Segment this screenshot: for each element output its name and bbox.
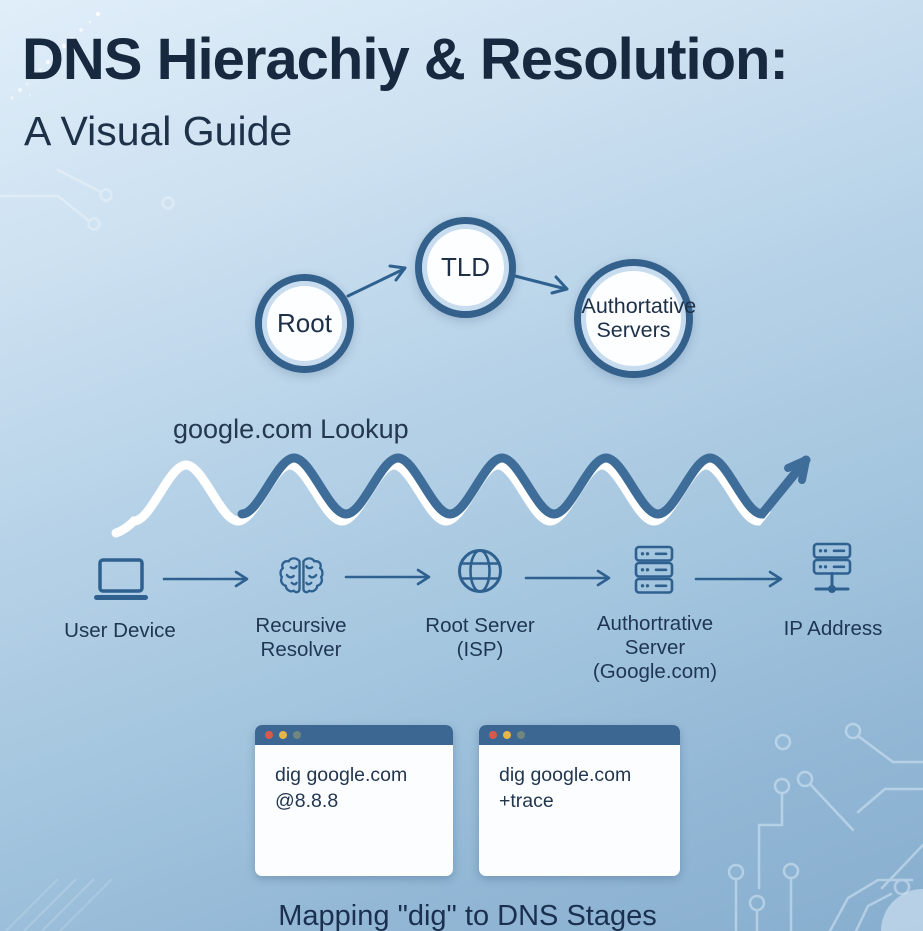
minimize-dot-icon [503, 731, 511, 739]
hierarchy-node-label: Authortative Servers [581, 293, 697, 342]
arrow-tld-to-auth-icon [513, 274, 569, 295]
stage-label-root-server: Root Server (ISP) [425, 614, 535, 661]
hierarchy-node-label: Root [277, 308, 332, 339]
stage-label-ip-address: IP Address [783, 617, 883, 640]
lookup-label: google.com Lookup [173, 414, 409, 444]
terminal-line: dig google.com [275, 764, 408, 786]
terminal-window-dig-resolver: dig google.com @8.8.8 [255, 725, 453, 876]
hierarchy-node-root: Root [255, 274, 354, 373]
terminal-window-dig-trace: dig google.com +trace [479, 725, 680, 876]
hierarchy-node-tld: TLD [415, 217, 516, 318]
stage-label-recursive-resolver: Recursive Resolver [255, 614, 347, 661]
circuit-decoration-top-left [0, 168, 175, 231]
maximize-dot-icon [517, 731, 525, 739]
terminal-line: dig google.com [499, 764, 632, 786]
terminal-line: +trace [499, 790, 554, 813]
terminal-line: @8.8.8 [275, 790, 339, 813]
brain-icon [278, 555, 325, 597]
arrow-root-to-authoritative-icon [524, 569, 611, 587]
terminal-content: dig google.com +trace [479, 745, 680, 814]
globe-icon [456, 547, 504, 595]
bottom-caption: Mapping "dig" to DNS Stages [278, 900, 657, 931]
page-subtitle: A Visual Guide [24, 108, 293, 154]
hierarchy-node-authoritative: Authortative Servers [574, 259, 697, 378]
page-title: DNS Hierachiy & Resolution: [22, 27, 789, 92]
arrow-device-to-resolver-icon [162, 570, 249, 588]
stage-label-authoritative-server: Authortrative Server (Google.com) [592, 612, 718, 683]
arrow-root-to-tld-icon [346, 264, 407, 298]
maximize-dot-icon [293, 731, 301, 739]
arrow-resolver-to-root-icon [344, 568, 431, 586]
terminal-titlebar [479, 725, 680, 745]
laptop-icon [94, 558, 148, 601]
terminal-content: dig google.com @8.8.8 [255, 745, 453, 814]
close-dot-icon [489, 731, 497, 739]
server-stack-icon [634, 545, 674, 595]
close-dot-icon [265, 731, 273, 739]
lookup-wave [111, 453, 811, 538]
arrow-authoritative-to-ip-icon [694, 570, 783, 588]
network-server-icon [811, 542, 853, 598]
wave-arrowhead-icon [784, 456, 810, 484]
minimize-dot-icon [279, 731, 287, 739]
stage-label-user-device: User Device [64, 619, 176, 642]
terminal-titlebar [255, 725, 453, 745]
hierarchy-node-label: TLD [440, 252, 491, 283]
